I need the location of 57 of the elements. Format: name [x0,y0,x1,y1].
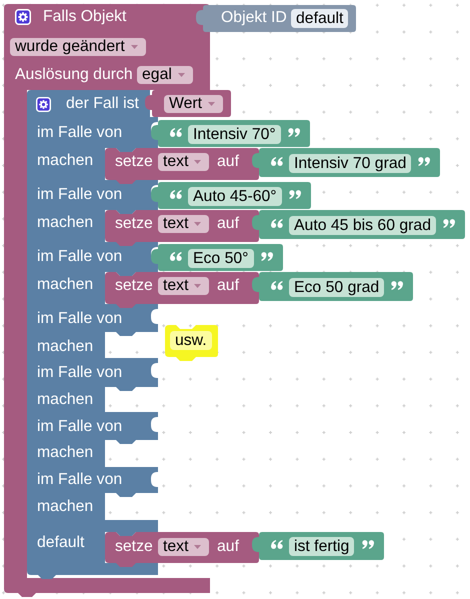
block-label: auf [217,538,239,556]
block-label: machen [37,338,94,356]
dropdown-field: wurde geändert [10,38,146,56]
text-block [251,272,413,301]
text-block [150,182,311,209]
block-label: Auslösung durch [15,66,133,84]
text-field: default [291,8,348,28]
text-field: Auto 45-60° [188,187,282,206]
block-label: default [37,534,84,552]
block-label: machen [37,391,94,409]
block-label: Objekt ID [221,9,287,27]
comment-block [165,325,218,361]
set-variable-block [105,210,259,246]
dropdown-field: egal [137,66,193,84]
block-label: setze [115,538,153,556]
block-label: setze [115,277,153,295]
block-label: auf [217,277,239,295]
text-field: Auto 45 bis 60 grad [289,216,436,235]
dropdown-field: text [158,215,210,233]
block-label: auf [217,215,239,233]
block-label: auf [217,153,239,171]
text-field: Eco 50 grad [289,278,384,297]
block-label: machen [37,276,94,294]
block-label: der Fall ist [66,95,139,113]
set-variable-block [105,148,259,184]
text-block [150,244,283,271]
block-label: im Falle von [37,248,122,266]
block-label: im Falle von [37,471,122,489]
block-label: machen [37,444,94,462]
object-id-block [195,5,356,32]
block-label: im Falle von [37,124,122,142]
block-label: im Falle von [37,364,122,382]
text-field: Eco 50° [188,249,254,268]
block-label: machen [37,152,94,170]
dropdown-field: text [158,153,210,171]
block-label: machen [37,498,94,516]
block-label: setze [115,215,153,233]
text-block [251,532,384,560]
variable-block [144,90,231,117]
text-field: Intensiv 70 grad [289,154,412,173]
block-label: im Falle von [37,186,122,204]
block-label: machen [37,214,94,232]
text-block [150,120,310,147]
text-block [251,148,440,177]
block-label: setze [115,153,153,171]
block-label: im Falle von [37,418,122,436]
block-label: im Falle von [37,310,122,328]
set-variable-block [105,272,259,308]
text-field: usw. [170,331,212,350]
set-variable-block [105,532,259,567]
text-field: ist fertig [289,537,354,556]
text-field: Intensiv 70° [188,125,281,144]
dropdown-field: text [158,538,210,556]
dropdown-field: text [158,277,210,295]
text-block [251,210,465,239]
block-label: Falls Objekt [43,8,126,26]
dropdown-field: Wert [164,95,224,113]
